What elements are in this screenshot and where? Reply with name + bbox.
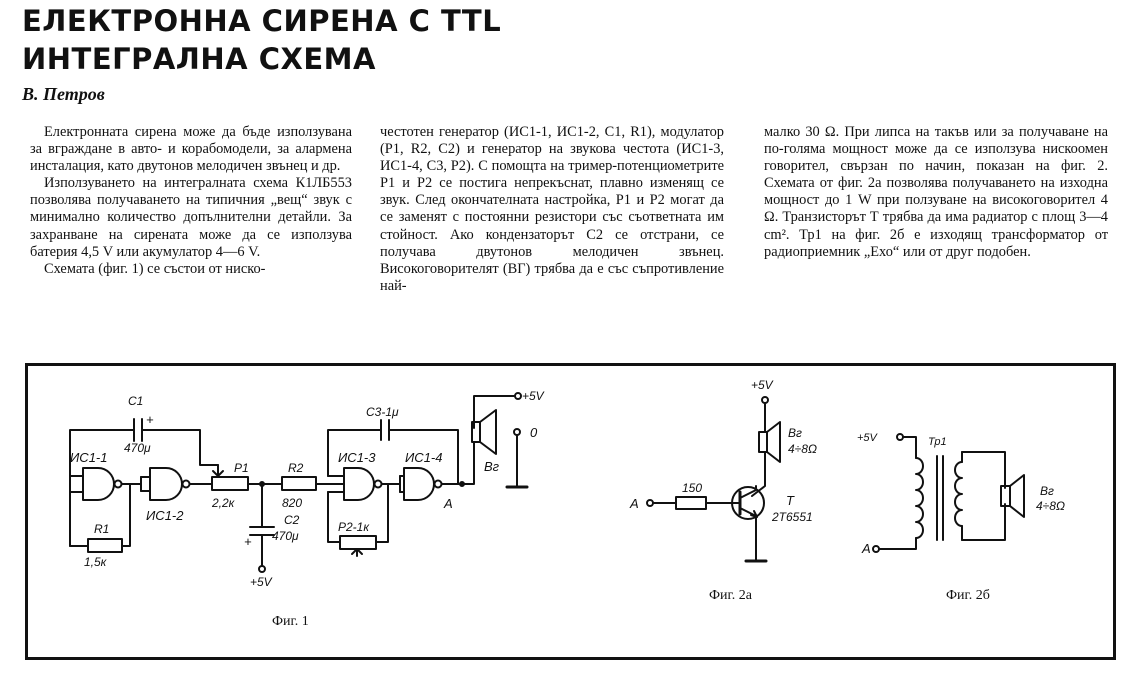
article-title-line2: ИНТЕГРАЛНА СХЕМА xyxy=(22,42,376,76)
label-c2: C2 xyxy=(284,513,300,527)
caption-fig2b: Фиг. 2б xyxy=(946,588,990,603)
article-title-line1: ЕЛЕКТРОННА СИРЕНА С TTL xyxy=(22,4,502,38)
resistor-150 xyxy=(675,496,707,510)
label-c3: C3-1μ xyxy=(366,405,399,419)
potentiometer-p2 xyxy=(339,535,377,550)
label-2b-tr: Тр1 xyxy=(928,436,947,448)
paragraph: Използуването на интегралната схема К1ЛБ… xyxy=(30,175,352,260)
label-c1: C1 xyxy=(128,394,143,408)
label-2a-in: A xyxy=(629,496,639,511)
label-r1: R1 xyxy=(94,522,109,536)
label-2a-r: 150 xyxy=(682,481,702,495)
nand-gate-ic1-1 xyxy=(82,467,115,501)
text-column-3: малко 30 Ω. При липса на такъв или за по… xyxy=(764,124,1108,261)
label-2b-bg: Вг xyxy=(1040,484,1054,498)
fig2a-schematic xyxy=(646,396,781,563)
article-author: В. Петров xyxy=(22,84,105,104)
label-2a-bg: Вг xyxy=(788,426,802,440)
caption-fig1: Фиг. 1 xyxy=(272,614,309,629)
label-r2-value: 820 xyxy=(282,496,302,510)
nand-gate-ic1-4 xyxy=(403,467,435,501)
nand-gate-ic1-3 xyxy=(343,467,375,501)
label-r2: R2 xyxy=(288,461,304,475)
label-2a-t-value: 2T6551 xyxy=(771,510,813,524)
label-2a-bg-value: 4÷8Ω xyxy=(788,442,817,456)
label-vplus-out: +5V xyxy=(522,389,545,403)
label-2b-bg-value: 4÷8Ω xyxy=(1036,499,1065,513)
label-bg: Вг xyxy=(484,459,500,474)
label-out-a: A xyxy=(443,496,453,511)
label-2b-in: A xyxy=(861,541,871,556)
speaker-bg-2a xyxy=(758,431,768,453)
resistor-r1 xyxy=(87,538,123,553)
label-ic1-3: ИС1-3 xyxy=(338,450,376,465)
fig1-schematic xyxy=(69,392,529,573)
label-vplus: +5V xyxy=(250,575,273,589)
label-r1-value: 1,5к xyxy=(84,555,108,569)
caption-fig2a: Фиг. 2а xyxy=(709,588,753,603)
fig2b-schematic xyxy=(872,433,1025,553)
paragraph: Схемата (фиг. 1) се състои от ниско- xyxy=(44,260,266,277)
label-ic1-1: ИС1-1 xyxy=(70,450,107,465)
paragraph: Електронната сирена може да бъде използу… xyxy=(30,124,352,175)
label-2a-t: T xyxy=(786,493,795,508)
label-c1-value: 470μ xyxy=(124,441,151,455)
label-plus-c2: + xyxy=(244,534,252,549)
label-zero: 0 xyxy=(530,425,538,440)
figure-frame xyxy=(25,363,1116,660)
label-ic1-4: ИС1-4 xyxy=(405,450,442,465)
label-2a-vplus: +5V xyxy=(751,378,774,392)
label-p2: P2-1к xyxy=(338,520,370,534)
resistor-r2 xyxy=(281,476,317,491)
potentiometer-p1 xyxy=(211,476,249,491)
speaker-bg-2b xyxy=(1000,485,1011,507)
speaker-bg xyxy=(471,421,481,443)
label-2b-vplus: +5V xyxy=(857,432,879,444)
text-column-2: честотен генератор (ИС1-1, ИС1-2, С1, R1… xyxy=(380,124,724,295)
nand-gate-ic1-2 xyxy=(149,467,183,501)
label-p1: P1 xyxy=(234,461,249,475)
label-ic1-2: ИС1-2 xyxy=(146,508,184,523)
label-plus: + xyxy=(146,412,154,427)
label-p1-value: 2,2к xyxy=(211,496,236,510)
paragraph: честотен генератор (ИС1-1, ИС1-2, С1, R1… xyxy=(380,124,724,294)
label-c2-value: 470μ xyxy=(272,529,299,543)
text-column-1: Електронната сирена може да бъде използу… xyxy=(30,124,352,278)
paragraph: малко 30 Ω. При липса на такъв или за по… xyxy=(764,124,1108,260)
